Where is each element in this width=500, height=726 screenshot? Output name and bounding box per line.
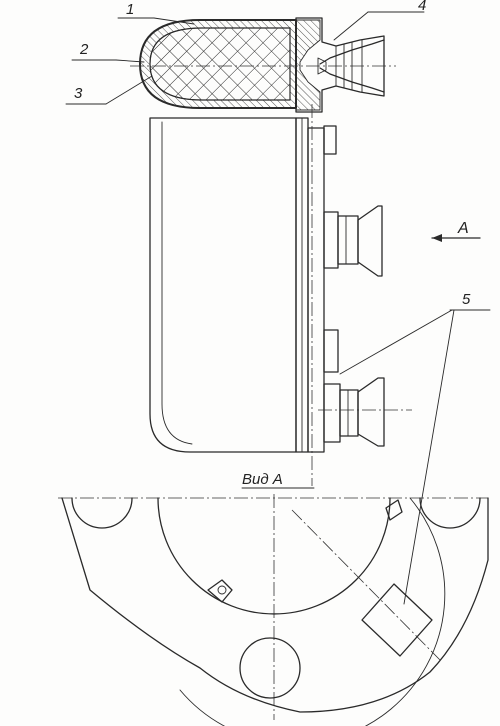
nozzle-housing	[295, 17, 385, 113]
right-tab	[385, 499, 403, 521]
view-arrow-label: A	[457, 220, 469, 237]
upper-block	[323, 125, 337, 155]
right-half-hole	[419, 497, 481, 529]
callout-5: 5	[462, 291, 471, 308]
inner-bore	[157, 497, 391, 615]
charge-assembly	[130, 17, 396, 113]
callout-4: 4	[418, 0, 426, 14]
body-outline	[149, 117, 297, 453]
lower-block	[323, 329, 339, 373]
outer-ring	[179, 497, 446, 726]
nozzle-square	[361, 583, 433, 657]
body-inner-edge	[161, 121, 193, 445]
callout-leaders	[65, 11, 491, 605]
upper-nozzle	[323, 205, 383, 277]
diagonal-axis	[291, 509, 441, 661]
main-body	[149, 104, 412, 486]
lower-nozzle	[323, 377, 385, 447]
callout-1: 1	[126, 1, 134, 18]
view-a: Вид А	[58, 471, 489, 726]
view-title: Вид А	[242, 471, 283, 488]
left-half-hole	[71, 497, 133, 529]
propellant-charge	[149, 27, 291, 101]
callout-3: 3	[74, 85, 83, 102]
view-arrow: A	[431, 220, 481, 242]
nozzle-throat	[317, 57, 327, 75]
mount-rail	[307, 127, 325, 453]
bracket	[207, 579, 233, 603]
bracket-hole	[217, 585, 227, 595]
flange-outline	[61, 497, 489, 713]
lower-hole	[239, 637, 301, 699]
nozzle-hatch	[295, 19, 321, 111]
callout-2: 2	[79, 41, 89, 58]
